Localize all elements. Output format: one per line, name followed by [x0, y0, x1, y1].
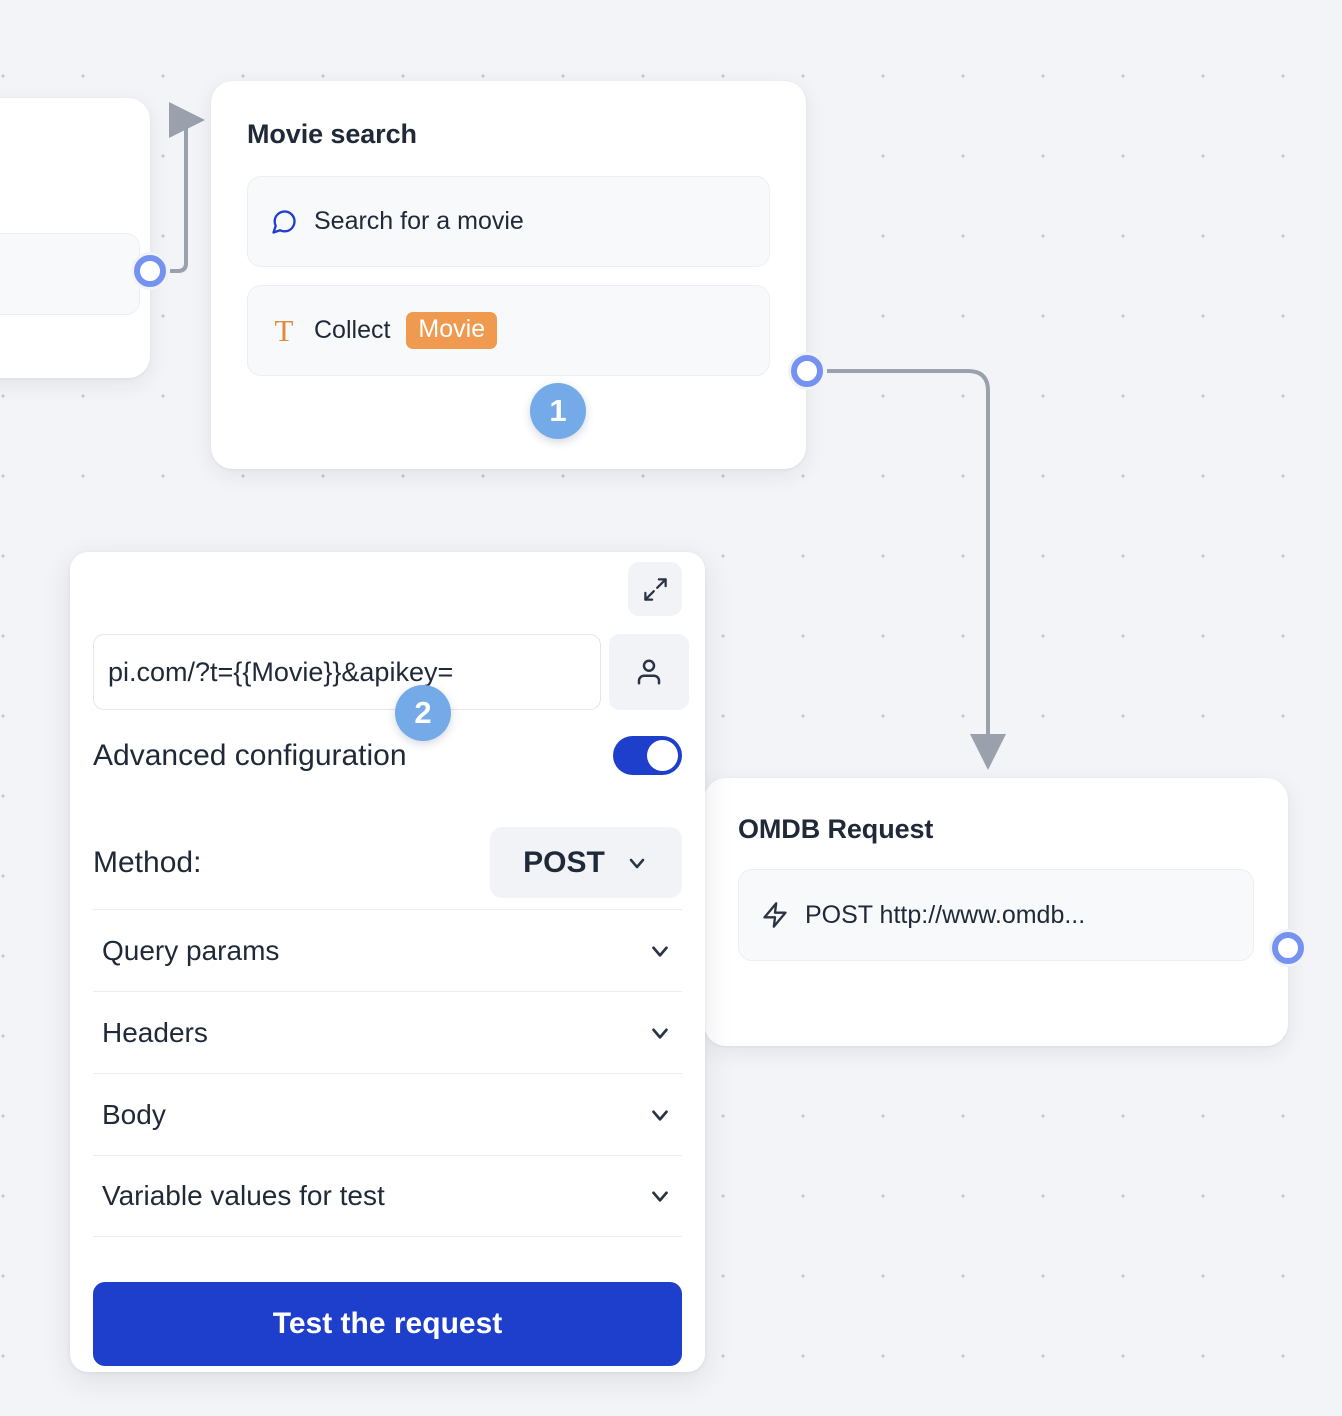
node-row-collect-movie[interactable]: T Collect Movie: [247, 285, 770, 376]
expand-button[interactable]: [628, 562, 682, 616]
step-badge-1: 1: [530, 383, 586, 439]
node-omdb-title: OMDB Request: [738, 814, 934, 844]
accordion-item-body[interactable]: Body: [93, 1073, 682, 1155]
chevron-down-icon: [652, 1027, 668, 1039]
advanced-configuration-row: Advanced configuration: [93, 736, 682, 775]
request-config-panel[interactable]: pi.com/?t={{Movie}}&apikey= Advanced con…: [70, 552, 705, 1372]
accordion-item-variable-values[interactable]: Variable values for test: [93, 1155, 682, 1237]
chevron-down-icon: [652, 1109, 668, 1121]
node-omdb-request[interactable]: OMDB Request POST http://www.omdb...: [704, 778, 1288, 1046]
method-row: Method: POST: [93, 827, 682, 898]
connector-handle-omdb-output[interactable]: [1269, 929, 1307, 967]
node-row-collect-label: Collect: [314, 316, 391, 344]
test-the-request-button[interactable]: Test the request: [93, 1282, 682, 1366]
expand-arrows-icon: [643, 577, 667, 601]
node-row-search-label: Search for a movie: [314, 207, 524, 235]
method-label: Method:: [93, 845, 202, 879]
chevron-down-icon: [652, 945, 668, 957]
edge-movie-search-to-omdb: [827, 369, 1006, 770]
chevron-down-icon: [629, 858, 645, 868]
step-badge-2: 2: [395, 685, 451, 741]
node-row-search-for-a-movie[interactable]: Search for a movie: [247, 176, 770, 267]
node-row-omdb-post[interactable]: POST http://www.omdb...: [738, 869, 1254, 961]
zap-icon: [763, 902, 787, 928]
variable-chip-movie[interactable]: Movie: [406, 312, 498, 349]
connector-handle-movie-search-output[interactable]: [788, 352, 826, 390]
advanced-configuration-toggle[interactable]: [613, 736, 682, 775]
accordion-item-headers[interactable]: Headers: [93, 991, 682, 1073]
chevron-down-icon: [652, 1191, 668, 1202]
method-select[interactable]: POST: [490, 827, 682, 898]
url-row: pi.com/?t={{Movie}}&apikey=: [93, 634, 689, 710]
text-t-icon: T: [274, 313, 294, 348]
node-row-omdb-label: POST http://www.omdb...: [805, 900, 1086, 929]
accordion-label-query-params: Query params: [102, 934, 280, 966]
node-partial[interactable]: [0, 98, 150, 378]
request-sections-accordion: Query params Headers Body Variable value…: [93, 909, 682, 1237]
advanced-configuration-label: Advanced configuration: [93, 738, 407, 772]
accordion-item-query-params[interactable]: Query params: [93, 909, 682, 991]
request-url-input[interactable]: pi.com/?t={{Movie}}&apikey=: [93, 634, 601, 710]
accordion-label-headers: Headers: [102, 1016, 208, 1048]
accordion-label-variable-values: Variable values for test: [102, 1180, 385, 1211]
node-partial-row[interactable]: [0, 233, 140, 315]
node-movie-search[interactable]: Movie search Search for a movie T Collec…: [211, 81, 806, 469]
edge-partial-to-movie-search: [169, 102, 205, 273]
person-icon: [637, 659, 661, 685]
accordion-label-body: Body: [102, 1098, 166, 1130]
method-select-value: POST: [523, 845, 605, 879]
url-auth-button[interactable]: [609, 634, 689, 710]
chat-bubble-icon: [272, 209, 296, 234]
node-movie-search-title: Movie search: [247, 119, 417, 149]
connector-handle-partial-output[interactable]: [131, 252, 169, 290]
